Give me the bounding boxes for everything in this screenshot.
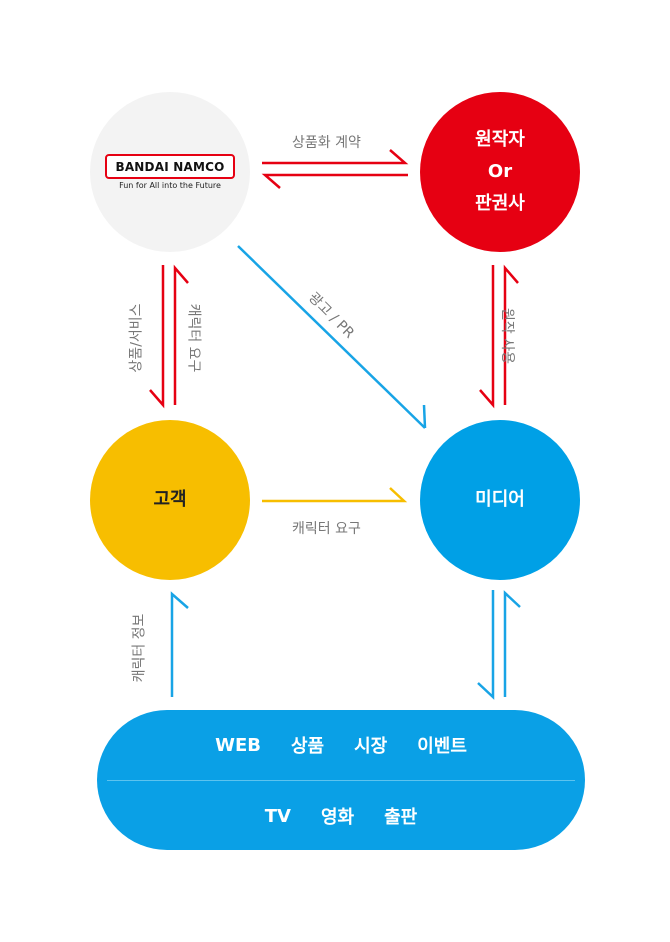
label-character-demand-vertical: 캐릭터 요구	[185, 303, 202, 373]
label-character-info: 캐릭터 정보	[131, 613, 148, 683]
channel-tv: TV	[264, 805, 291, 827]
customer-label: 고객	[153, 489, 187, 510]
rights-holder-line-1: 원작자	[475, 129, 525, 150]
arrow-original-use	[479, 264, 519, 409]
channel-web: WEB	[215, 734, 261, 756]
customer-node: 고객	[90, 420, 250, 580]
channel-movie: 영화	[320, 807, 355, 828]
channels-divider	[107, 780, 575, 781]
rights-holder-node: 원작자 Or 판권사	[420, 92, 580, 252]
media-label: 미디어	[475, 489, 525, 510]
media-node: 미디어	[420, 420, 580, 580]
channels-box: WEB 상품 시장 이벤트 TV 영화 출판	[97, 710, 585, 850]
channel-goods: 상품	[290, 736, 325, 757]
bandai-namco-node: BANDAI NAMCO Fun for All into the Future	[90, 92, 250, 252]
bandai-namco-logo: BANDAI NAMCO	[105, 154, 235, 179]
rights-holder-line-2: Or	[487, 161, 513, 182]
label-products-services: 상품/서비스	[128, 303, 145, 373]
channel-event: 이벤트	[417, 736, 467, 757]
arrow-media-channels	[477, 590, 521, 700]
arrow-licensing-contract	[261, 149, 409, 189]
arrow-advertising-pr	[237, 245, 427, 429]
label-character-demand-horizontal: 캐릭터 요구	[292, 521, 361, 537]
channels-row-2: TV 영화 출판	[97, 781, 585, 850]
label-licensing-contract: 상품화 계약	[292, 135, 361, 151]
channel-publishing: 출판	[384, 807, 418, 828]
logo-name: BANDAI NAMCO	[115, 160, 225, 174]
channels-row-1: WEB 상품 시장 이벤트	[97, 710, 585, 780]
arrow-character-info	[170, 591, 189, 697]
arrow-character-demand	[262, 487, 408, 503]
label-original-use: 원작 사용	[498, 308, 515, 364]
rights-holder-line-3: 판권사	[475, 193, 525, 214]
arrow-products-customer	[149, 264, 189, 409]
channel-market: 시장	[354, 736, 388, 757]
logo-tagline: Fun for All into the Future	[119, 181, 221, 190]
